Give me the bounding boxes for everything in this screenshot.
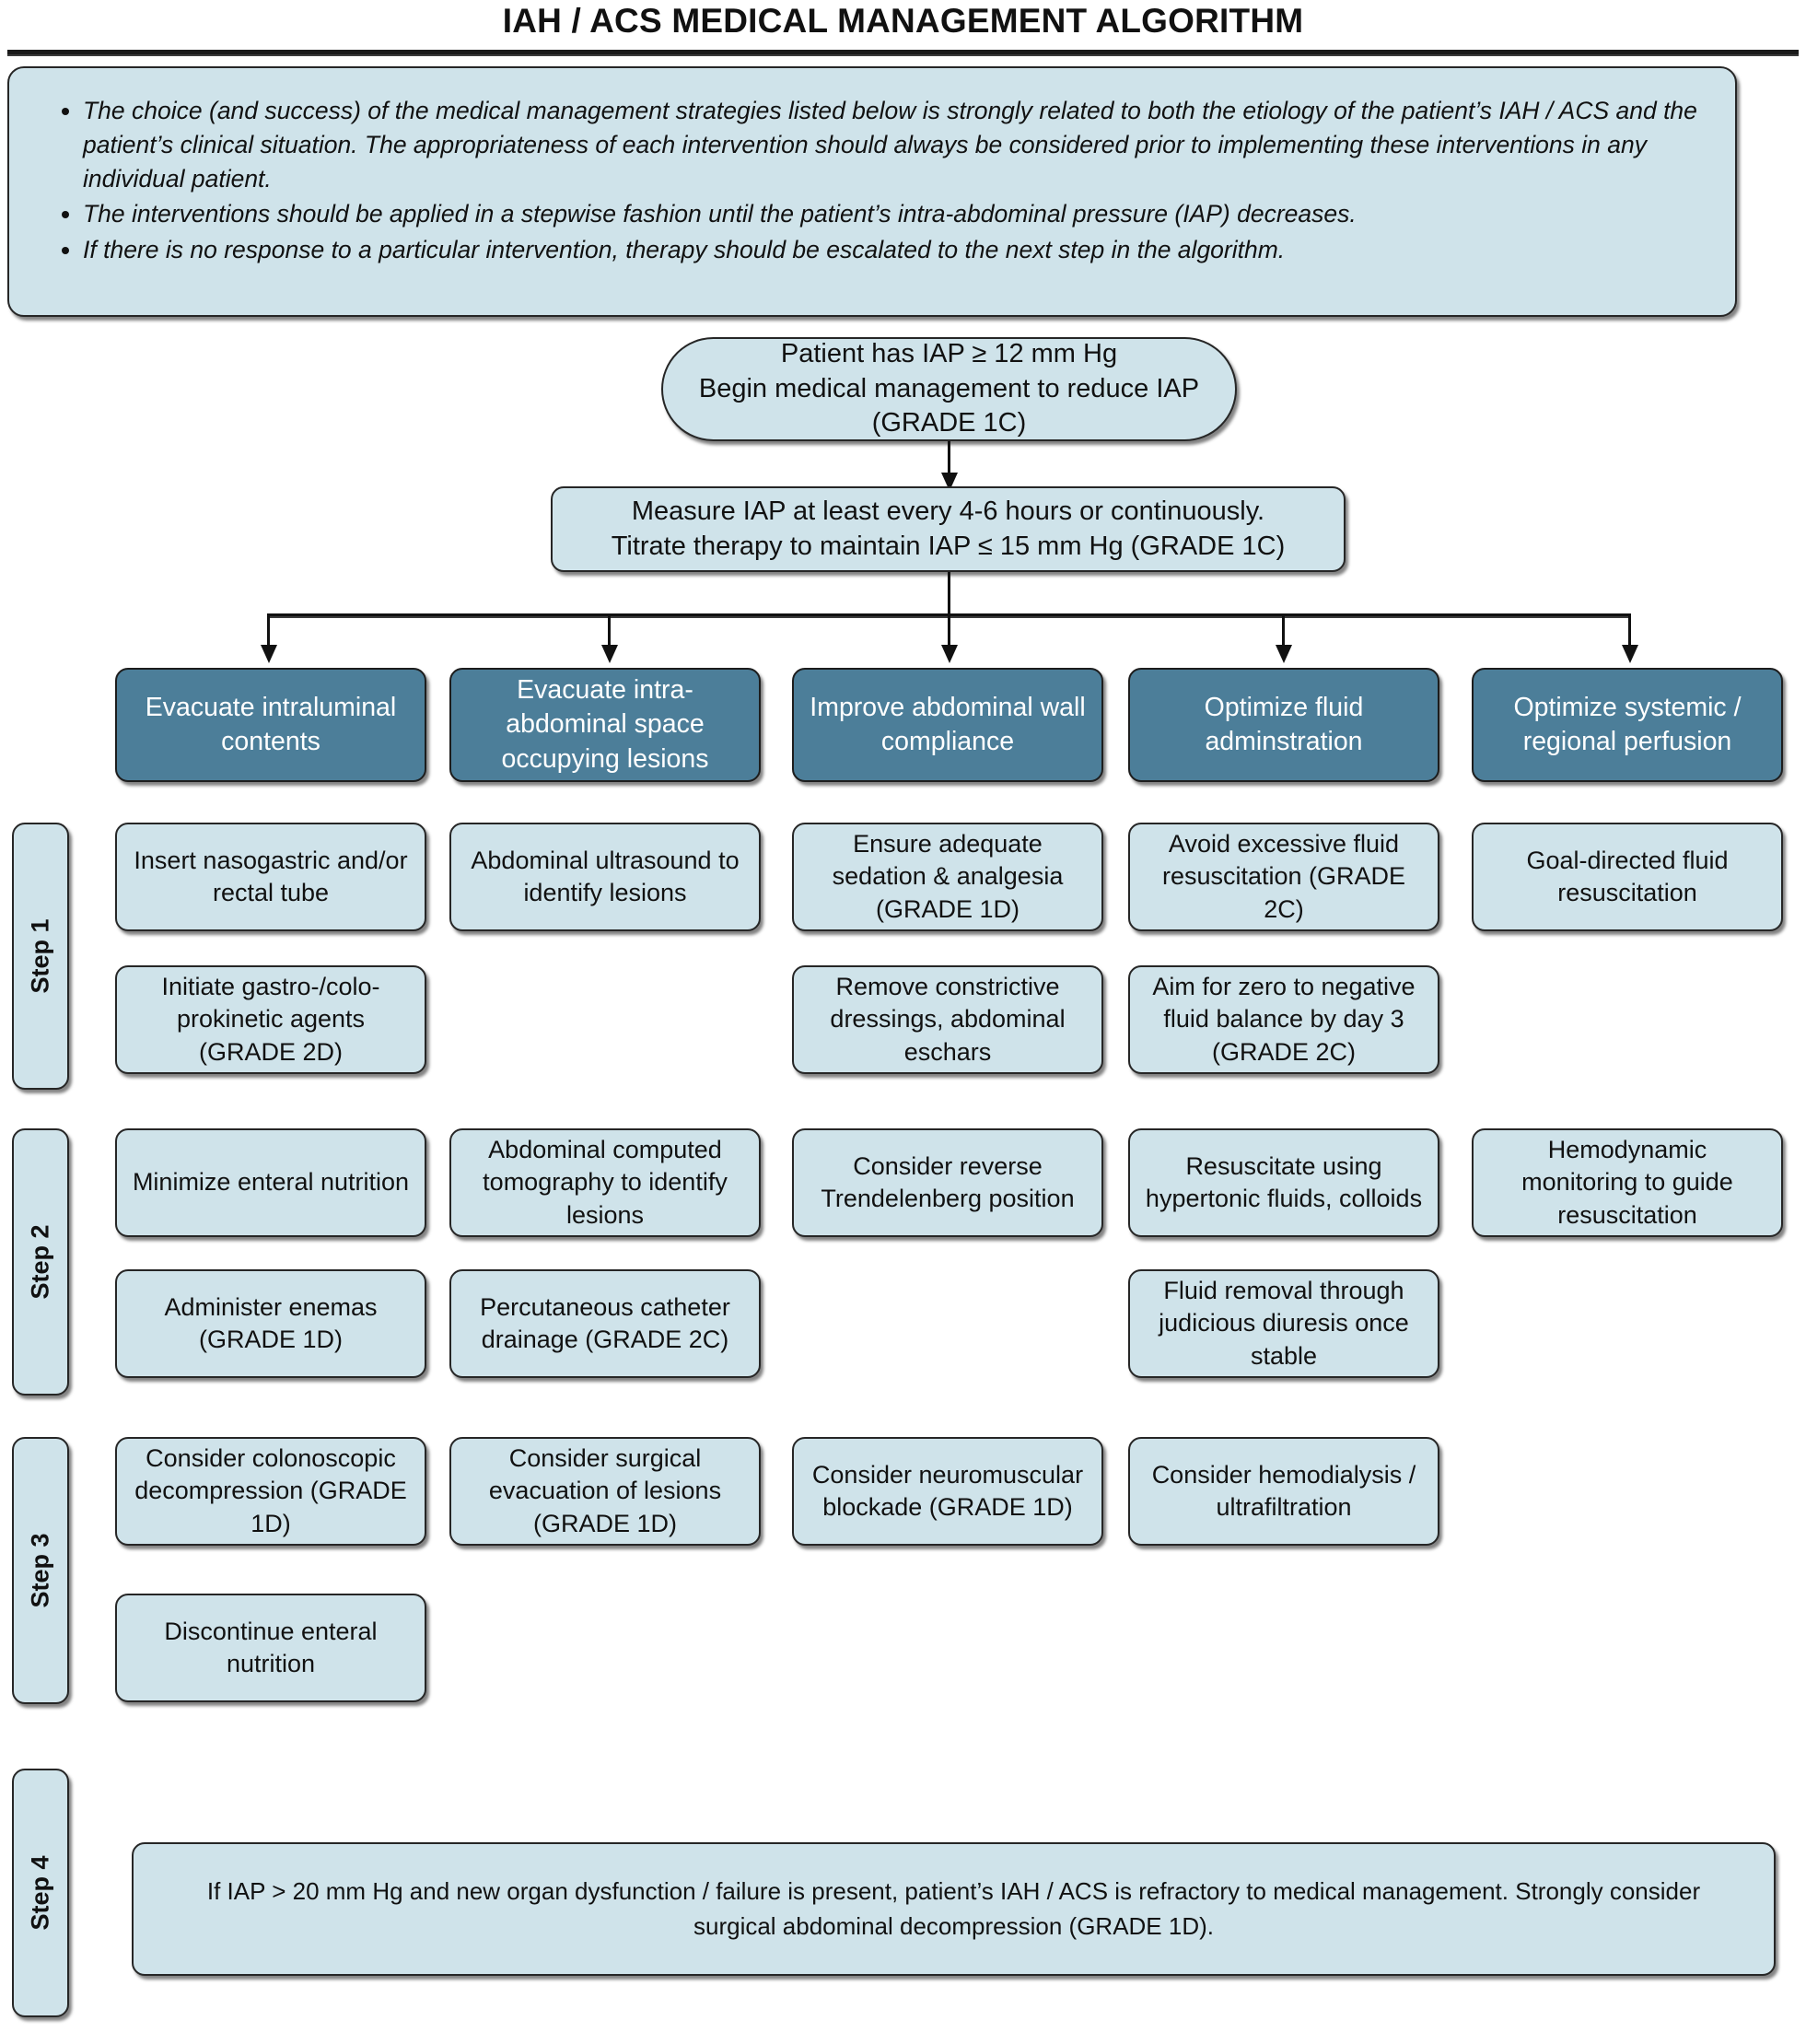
start-box: Patient has IAP ≥ 12 mm Hg Begin medical…	[661, 337, 1237, 441]
final-box-text: If IAP > 20 mm Hg and new organ dysfunct…	[206, 1876, 1701, 1940]
column-header-optimize-fluid-administration: Optimize fluid adminstration	[1128, 668, 1439, 782]
step-tab-label: Step 1	[26, 918, 54, 994]
cell-text: Remove constrictive dressings, abdominal…	[830, 973, 1066, 1066]
step2-row1-col2: Abdominal computed tomography to identif…	[449, 1128, 761, 1237]
step1-row1-col5: Goal-directed fluid resuscitation	[1472, 823, 1783, 931]
measure-box: Measure IAP at least every 4-6 hours or …	[551, 486, 1346, 572]
column-header-evacuate-intraluminal-contents: Evacuate intraluminal contents	[115, 668, 426, 782]
cell-text: Consider colonoscopic decompression (GRA…	[134, 1444, 407, 1537]
cell-text: Percutaneous catheter drainage (GRADE 2C…	[480, 1292, 730, 1353]
cell-text: Administer enemas (GRADE 1D)	[164, 1292, 378, 1353]
connector-measure-stem	[948, 572, 950, 614]
step4-final-box: If IAP > 20 mm Hg and new organ dysfunct…	[132, 1842, 1776, 1976]
cell-text: Insert nasogastric and/or rectal tube	[134, 846, 408, 906]
step1-row1-col1: Insert nasogastric and/or rectal tube	[115, 823, 426, 931]
cell-text: Avoid excessive fluid resuscitation (GRA…	[1161, 830, 1406, 923]
step-tab-4: Step 4	[12, 1769, 69, 2017]
step3-row2-col1: Discontinue enteral nutrition	[115, 1594, 426, 1702]
column-header-label: Optimize systemic / regional perfusion	[1513, 692, 1742, 756]
connector-branch-col1	[267, 613, 270, 659]
step3-row1-col2: Consider surgical evacuation of lesions …	[449, 1437, 761, 1546]
cell-text: Consider reverse Trendelenberg position	[821, 1151, 1075, 1212]
step-tab-3: Step 3	[12, 1437, 69, 1704]
cell-text: Goal-directed fluid resuscitation	[1526, 846, 1729, 906]
note-item: The interventions should be applied in a…	[83, 197, 1698, 231]
title-divider	[7, 50, 1799, 56]
cell-text: Resuscitate using hypertonic fluids, col…	[1145, 1151, 1423, 1212]
arrow-col2-icon	[601, 645, 618, 663]
step-tab-label: Step 3	[26, 1533, 54, 1608]
connector-start-to-measure	[948, 441, 950, 486]
column-header-improve-abdominal-wall-compliance: Improve abdominal wall compliance	[792, 668, 1103, 782]
cell-text: Consider surgical evacuation of lesions …	[488, 1444, 722, 1537]
connector-branch-col2	[608, 613, 611, 659]
arrow-col5-icon	[1622, 645, 1638, 663]
step2-row2-col1: Administer enemas (GRADE 1D)	[115, 1269, 426, 1378]
start-box-text: Patient has IAP ≥ 12 mm Hg Begin medical…	[698, 338, 1200, 438]
step2-row1-col5: Hemodynamic monitoring to guide resuscit…	[1472, 1128, 1783, 1237]
step2-row2-col4: Fluid removal through judicious diuresis…	[1128, 1269, 1439, 1378]
step3-row1-col4: Consider hemodialysis / ultrafiltration	[1128, 1437, 1439, 1546]
measure-box-text: Measure IAP at least every 4-6 hours or …	[611, 496, 1286, 561]
step1-row1-col3: Ensure adequate sedation & analgesia (GR…	[792, 823, 1103, 931]
connector-branch-col5	[1628, 613, 1631, 659]
arrow-col3-icon	[941, 645, 958, 663]
page-title: IAH / ACS MEDICAL MANAGEMENT ALGORITHM	[502, 2, 1304, 40]
step-tab-1: Step 1	[12, 823, 69, 1090]
note-item: If there is no response to a particular …	[83, 233, 1698, 267]
note-item: The choice (and success) of the medical …	[83, 94, 1698, 195]
cell-text: Initiate gastro-/colo-prokinetic agents …	[161, 973, 380, 1066]
notes-list: The choice (and success) of the medical …	[52, 94, 1698, 267]
step-tab-2: Step 2	[12, 1128, 69, 1396]
column-header-label: Evacuate intra-abdominal space occupying…	[501, 675, 709, 774]
cell-text: Discontinue enteral nutrition	[164, 1617, 378, 1677]
cell-text: Hemodynamic monitoring to guide resuscit…	[1521, 1136, 1733, 1229]
step3-row1-col1: Consider colonoscopic decompression (GRA…	[115, 1437, 426, 1546]
cell-text: Abdominal computed tomography to identif…	[483, 1136, 728, 1229]
column-header-evacuate-intra-abdominal-lesions: Evacuate intra-abdominal space occupying…	[449, 668, 761, 782]
step2-row2-col2: Percutaneous catheter drainage (GRADE 2C…	[449, 1269, 761, 1378]
step1-row2-col3: Remove constrictive dressings, abdominal…	[792, 965, 1103, 1074]
step1-row2-col4: Aim for zero to negative fluid balance b…	[1128, 965, 1439, 1074]
step1-row1-col4: Avoid excessive fluid resuscitation (GRA…	[1128, 823, 1439, 931]
arrow-col1-icon	[261, 645, 277, 663]
step1-row1-col2: Abdominal ultrasound to identify lesions	[449, 823, 761, 931]
column-header-label: Improve abdominal wall compliance	[810, 692, 1086, 756]
cell-text: Aim for zero to negative fluid balance b…	[1152, 973, 1416, 1066]
cell-text: Fluid removal through judicious diuresis…	[1159, 1277, 1409, 1370]
column-header-optimize-systemic-regional-perfusion: Optimize systemic / regional perfusion	[1472, 668, 1783, 782]
arrow-col4-icon	[1276, 645, 1292, 663]
cell-text: Consider hemodialysis / ultrafiltration	[1151, 1460, 1416, 1521]
cell-text: Minimize enteral nutrition	[132, 1168, 410, 1197]
column-header-label: Evacuate intraluminal contents	[145, 692, 397, 756]
step-tab-label: Step 4	[26, 1855, 54, 1931]
cell-text: Consider neuromuscular blockade (GRADE 1…	[811, 1460, 1084, 1521]
connector-branch-col3	[948, 613, 950, 659]
step2-row1-col4: Resuscitate using hypertonic fluids, col…	[1128, 1128, 1439, 1237]
step3-row1-col3: Consider neuromuscular blockade (GRADE 1…	[792, 1437, 1103, 1546]
step1-row2-col1: Initiate gastro-/colo-prokinetic agents …	[115, 965, 426, 1074]
column-header-label: Optimize fluid adminstration	[1204, 692, 1364, 756]
cell-text: Abdominal ultrasound to identify lesions	[471, 846, 740, 906]
connector-branch-col4	[1282, 613, 1285, 659]
step2-row1-col1: Minimize enteral nutrition	[115, 1128, 426, 1237]
step-tab-label: Step 2	[26, 1224, 54, 1300]
step2-row1-col3: Consider reverse Trendelenberg position	[792, 1128, 1103, 1237]
notes-panel: The choice (and success) of the medical …	[7, 66, 1737, 317]
cell-text: Ensure adequate sedation & analgesia (GR…	[832, 830, 1064, 923]
